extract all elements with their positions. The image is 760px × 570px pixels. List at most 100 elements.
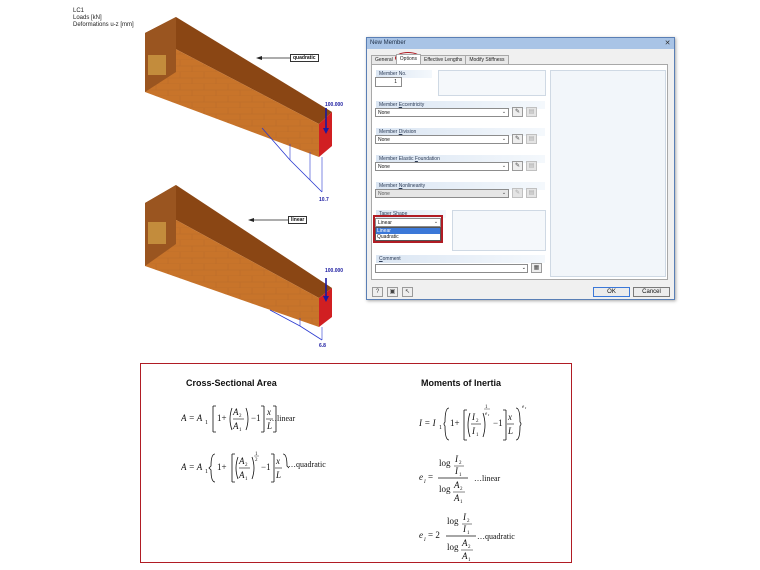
taper-shape-select[interactable]: Linear⌄ bbox=[375, 218, 441, 227]
dialog-titlebar[interactable]: New Member ✕ bbox=[367, 38, 674, 49]
units-icon[interactable]: ▣ bbox=[387, 287, 398, 297]
dialog-title: New Member bbox=[370, 40, 406, 46]
tab-effective-lengths[interactable]: Effective Lengths bbox=[420, 55, 467, 64]
svg-text:I: I bbox=[487, 413, 490, 417]
deformation-unit-label: Deformations u-z [mm] bbox=[73, 22, 134, 28]
svg-text:1: 1 bbox=[467, 531, 470, 536]
svg-text:1+: 1+ bbox=[217, 462, 227, 472]
beam-quadratic-end-face bbox=[319, 112, 332, 157]
area-linear-suffix: …linear bbox=[269, 414, 296, 423]
comment-input[interactable]: ⌄ bbox=[375, 264, 528, 273]
svg-text:2: 2 bbox=[460, 487, 463, 492]
loads-unit-label: Loads [kN] bbox=[73, 15, 102, 21]
taper-shape-info-panel bbox=[452, 210, 546, 251]
member-no-info-panel bbox=[438, 70, 546, 96]
svg-text:1: 1 bbox=[439, 425, 442, 431]
svg-text:1: 1 bbox=[460, 500, 463, 504]
tab-strip: General Options Effective Lengths Modify… bbox=[371, 54, 509, 64]
tab-modify-stiffness[interactable]: Modify Stiffness bbox=[465, 55, 509, 64]
beam-quadratic-side-texture bbox=[145, 33, 319, 157]
svg-text:I: I bbox=[454, 454, 459, 464]
load-arrow-head-quadratic bbox=[323, 128, 329, 134]
nonlinearity-select[interactable]: None⌄ bbox=[375, 189, 509, 198]
deformation-value-quadratic: 10.7 bbox=[319, 197, 329, 203]
svg-text:L: L bbox=[275, 470, 281, 480]
callout-arrow-quadratic bbox=[256, 56, 262, 60]
svg-text:A: A bbox=[453, 493, 460, 503]
division-select[interactable]: None⌄ bbox=[375, 135, 509, 144]
svg-text:I: I bbox=[471, 426, 476, 436]
taper-option-linear[interactable]: Linear bbox=[376, 228, 440, 234]
taper-shape-options[interactable]: Linear Quadratic bbox=[375, 227, 441, 241]
svg-text:2: 2 bbox=[239, 414, 242, 419]
svg-text:A: A bbox=[461, 551, 468, 561]
edit-nonlinearity-icon[interactable]: ▤ bbox=[526, 188, 537, 198]
taper-option-quadratic[interactable]: Quadratic bbox=[377, 234, 399, 240]
edit-eccentricity-icon[interactable]: ▤ bbox=[526, 107, 537, 117]
svg-text:e: e bbox=[485, 412, 488, 417]
svg-text:A: A bbox=[461, 538, 468, 548]
beam-linear-end-face bbox=[319, 288, 332, 327]
svg-text:x: x bbox=[507, 412, 512, 422]
deformation-value-linear: 6.8 bbox=[319, 343, 326, 349]
svg-text:1: 1 bbox=[485, 405, 488, 410]
svg-text:2: 2 bbox=[245, 463, 248, 468]
svg-text:I: I bbox=[462, 524, 467, 534]
svg-text:A = A: A = A bbox=[181, 413, 203, 423]
tab-options[interactable]: Options bbox=[395, 54, 422, 64]
beam-label-linear: linear bbox=[288, 216, 308, 224]
edit-foundation-icon[interactable]: ▤ bbox=[526, 161, 537, 171]
viewport-info: LC1 Loads [kN] Deformations u-z [mm] bbox=[73, 8, 134, 29]
beam-quadratic[interactable] bbox=[145, 17, 332, 193]
svg-text:1: 1 bbox=[459, 473, 462, 478]
exponent-linear-suffix: …linear bbox=[474, 474, 501, 483]
chevron-down-icon: ⌄ bbox=[501, 163, 507, 169]
beam-linear[interactable] bbox=[145, 185, 332, 341]
options-tab-panel: Member No. Member Eccentricity Member Di… bbox=[371, 64, 668, 280]
svg-text:−1: −1 bbox=[493, 418, 503, 428]
taper-shape-label: Taper Shape bbox=[376, 210, 446, 218]
svg-text:I: I bbox=[462, 512, 467, 522]
elastic-foundation-label: Member Elastic Foundation bbox=[376, 155, 545, 163]
new-division-icon[interactable]: ✎ bbox=[512, 134, 523, 144]
comment-label: Comment bbox=[376, 255, 545, 263]
svg-text:log: log bbox=[439, 484, 451, 494]
callout-arrow-linear bbox=[248, 218, 254, 222]
edit-division-icon[interactable]: ▤ bbox=[526, 134, 537, 144]
new-foundation-icon[interactable]: ✎ bbox=[512, 161, 523, 171]
svg-text:L: L bbox=[266, 421, 272, 431]
cancel-button[interactable]: Cancel bbox=[633, 287, 670, 297]
beam-viewport[interactable] bbox=[0, 0, 360, 360]
load-value-quadratic: 100.000 bbox=[325, 102, 344, 108]
member-no-label: Member No. bbox=[376, 70, 432, 78]
load-case-label: LC1 bbox=[73, 8, 85, 14]
chevron-down-icon: ⌄ bbox=[501, 136, 507, 142]
svg-text:1: 1 bbox=[468, 558, 471, 563]
new-member-dialog: New Member ✕ General Options Effective L… bbox=[366, 37, 675, 300]
member-no-input[interactable]: 1 bbox=[375, 77, 402, 87]
deformation-line-quadratic bbox=[261, 127, 323, 193]
ok-button[interactable]: OK bbox=[593, 287, 630, 297]
help-icon[interactable]: ? bbox=[372, 287, 383, 297]
svg-text:−1: −1 bbox=[261, 462, 271, 472]
formula-panel: Cross-Sectional Area Moments of Inertia … bbox=[140, 363, 572, 563]
eccentricity-select[interactable]: None⌄ bbox=[375, 108, 509, 117]
area-heading: Cross-Sectional Area bbox=[186, 378, 277, 388]
elastic-foundation-select[interactable]: None⌄ bbox=[375, 162, 509, 171]
tab-general[interactable]: General bbox=[371, 55, 397, 64]
new-nonlinearity-icon[interactable]: ✎ bbox=[512, 188, 523, 198]
svg-text:= 2: = 2 bbox=[428, 530, 440, 540]
svg-text:A: A bbox=[238, 470, 245, 480]
svg-text:1+: 1+ bbox=[450, 418, 460, 428]
new-eccentricity-icon[interactable]: ✎ bbox=[512, 107, 523, 117]
area-quadratic-suffix: …quadratic bbox=[288, 460, 326, 469]
svg-text:log: log bbox=[439, 458, 451, 468]
close-icon[interactable]: ✕ bbox=[664, 40, 671, 47]
svg-text:1+: 1+ bbox=[217, 413, 227, 423]
pick-icon[interactable]: ↖ bbox=[402, 287, 413, 297]
taper-shape-highlight bbox=[373, 215, 443, 243]
comment-library-icon[interactable]: ▦ bbox=[531, 263, 542, 273]
svg-text:I: I bbox=[454, 466, 459, 476]
